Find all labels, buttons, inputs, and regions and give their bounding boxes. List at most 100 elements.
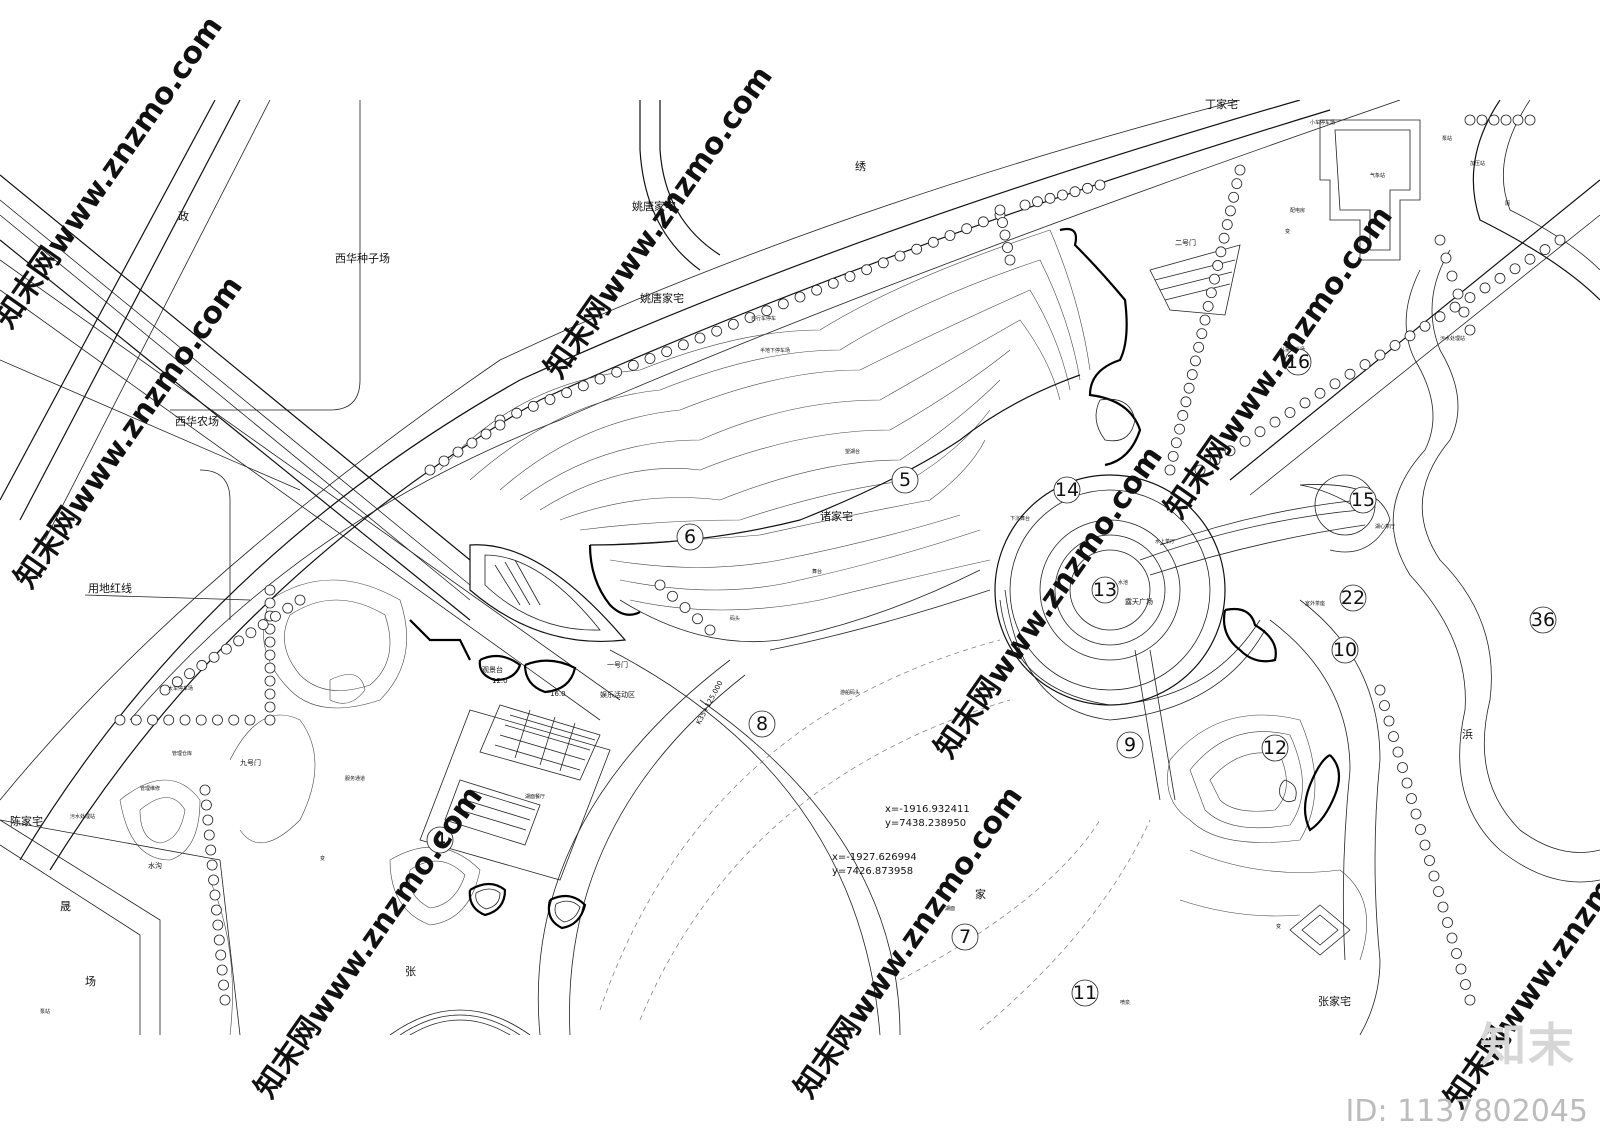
tree-symbol xyxy=(1180,396,1192,408)
tree-rows xyxy=(114,114,1566,1006)
tree-symbol xyxy=(1401,777,1413,789)
area-number-circle xyxy=(951,923,979,951)
tree-symbol xyxy=(1392,746,1404,758)
tree-symbol xyxy=(1464,292,1476,303)
label-bang: 浜 xyxy=(1462,728,1473,741)
area-number-16: 16 xyxy=(1286,351,1310,373)
tree-symbol xyxy=(761,305,773,317)
area-number-circle xyxy=(1091,576,1119,604)
label-service-path: 服务通道 xyxy=(345,775,365,782)
tree-symbol xyxy=(1397,762,1408,773)
tree-symbol xyxy=(1374,684,1386,696)
tree-symbol xyxy=(480,428,492,440)
label-guanjingtai: 观景台 xyxy=(482,665,503,674)
tree-symbol xyxy=(1183,382,1195,394)
tree-symbol xyxy=(1167,450,1179,462)
area-number-36: 36 xyxy=(1531,609,1555,631)
area-number-10: 10 xyxy=(1333,639,1357,661)
label-outdoor-tea: 室外茶座 xyxy=(1305,600,1325,607)
label-bian-3: 变 xyxy=(1276,923,1281,930)
tree-symbol xyxy=(1344,368,1356,380)
tree-symbol xyxy=(264,584,276,596)
area-number-9: 9 xyxy=(1124,734,1136,756)
label-waterside-tea: 水上茶厅 xyxy=(1155,538,1175,545)
label-mgmt-warehouse: 管理仓库 xyxy=(172,750,192,757)
tree-symbol xyxy=(1451,948,1462,959)
label-chang: 场 xyxy=(85,974,96,988)
label-mgmt-maint: 管理维修 xyxy=(140,785,160,792)
tree-symbol xyxy=(245,627,257,639)
tree-symbol xyxy=(264,688,276,700)
area-number-5: 5 xyxy=(899,469,911,491)
area-number-circle xyxy=(1053,476,1081,504)
label-lake-restaurant: 湖面餐厅 xyxy=(525,793,545,800)
tree-symbol xyxy=(1488,114,1500,126)
tree-symbol xyxy=(1190,355,1201,367)
label-boat-dock: 游船码头 xyxy=(840,689,860,696)
tree-symbol xyxy=(744,312,756,323)
label-sunken-stage: 下沉舞台 xyxy=(1010,515,1030,522)
place-labels: 西华种子场 西华农场 姚唐家宅 姚唐家宅 丁家宅 陈家宅 诸家宅 张家宅 用地红… xyxy=(10,97,1473,1008)
tree-symbol xyxy=(1186,369,1198,380)
tree-symbol xyxy=(794,291,806,303)
area-number-15: 15 xyxy=(1351,489,1375,511)
tree-symbol xyxy=(997,217,1008,228)
tree-symbol xyxy=(1464,114,1476,126)
tree-symbol xyxy=(1032,196,1043,208)
label-lake-tea: 湖心茶厅 xyxy=(1375,523,1395,530)
tree-symbol xyxy=(494,419,506,431)
tree-symbol xyxy=(1440,252,1452,264)
tree-symbol xyxy=(544,394,556,405)
tree-symbol xyxy=(1212,260,1224,271)
tree-symbol xyxy=(1231,178,1243,190)
tree-symbol xyxy=(1434,234,1446,246)
label-stage: 舞台 xyxy=(812,568,822,575)
tree-symbol xyxy=(1464,994,1476,1006)
tree-symbol xyxy=(679,602,691,613)
tree-symbol xyxy=(1239,435,1251,447)
label-wharf: 码头 xyxy=(730,615,740,622)
tree-symbol xyxy=(215,949,227,961)
area-number-circle xyxy=(1339,584,1367,612)
label-land-red-line: 用地红线 xyxy=(88,581,132,595)
area-number-8: 8 xyxy=(756,713,768,735)
tree-symbol xyxy=(147,714,158,726)
tree-symbol xyxy=(711,325,723,337)
tree-symbol xyxy=(1174,423,1185,435)
tree-symbol xyxy=(1524,253,1536,265)
tree-symbol xyxy=(206,859,218,871)
tree-symbol xyxy=(1284,407,1296,418)
label-xiu: 绣 xyxy=(855,160,866,173)
tree-symbol xyxy=(1452,288,1464,300)
tree-symbol xyxy=(1494,272,1506,284)
tree-symbol xyxy=(130,714,142,726)
tree-symbol xyxy=(257,619,269,630)
tree-symbol xyxy=(1224,445,1236,457)
tree-symbol xyxy=(216,964,228,976)
tree-symbol xyxy=(1433,886,1444,897)
tree-symbol xyxy=(1196,328,1208,340)
tree-symbol xyxy=(270,610,281,622)
label-bian-2: 变 xyxy=(320,855,325,862)
tree-symbol xyxy=(1299,397,1311,409)
tree-symbol xyxy=(611,366,623,378)
tree-symbol xyxy=(212,919,224,931)
elevation-b: 16.0 xyxy=(550,690,566,698)
tree-symbol xyxy=(264,636,276,648)
label-gate-2: 二号门 xyxy=(1175,238,1196,247)
tree-symbol xyxy=(961,223,973,235)
label-chu: 厕 xyxy=(1505,201,1510,207)
tree-symbol xyxy=(1329,378,1341,390)
tree-symbol xyxy=(1554,234,1566,246)
tree-symbol xyxy=(1419,839,1431,851)
tree-symbol xyxy=(1215,246,1227,258)
tree-symbol xyxy=(212,714,223,726)
tree-symbol xyxy=(1437,901,1449,913)
tree-symbol xyxy=(1404,330,1416,342)
label-underground-parking: 半地下停车场 xyxy=(760,347,790,354)
tree-symbol xyxy=(811,284,823,296)
label-parking-lot: 大车停车场 xyxy=(168,685,193,692)
tree-symbol xyxy=(1202,300,1214,312)
label-pool: 水池 xyxy=(1118,579,1128,586)
tree-symbol xyxy=(282,602,294,614)
